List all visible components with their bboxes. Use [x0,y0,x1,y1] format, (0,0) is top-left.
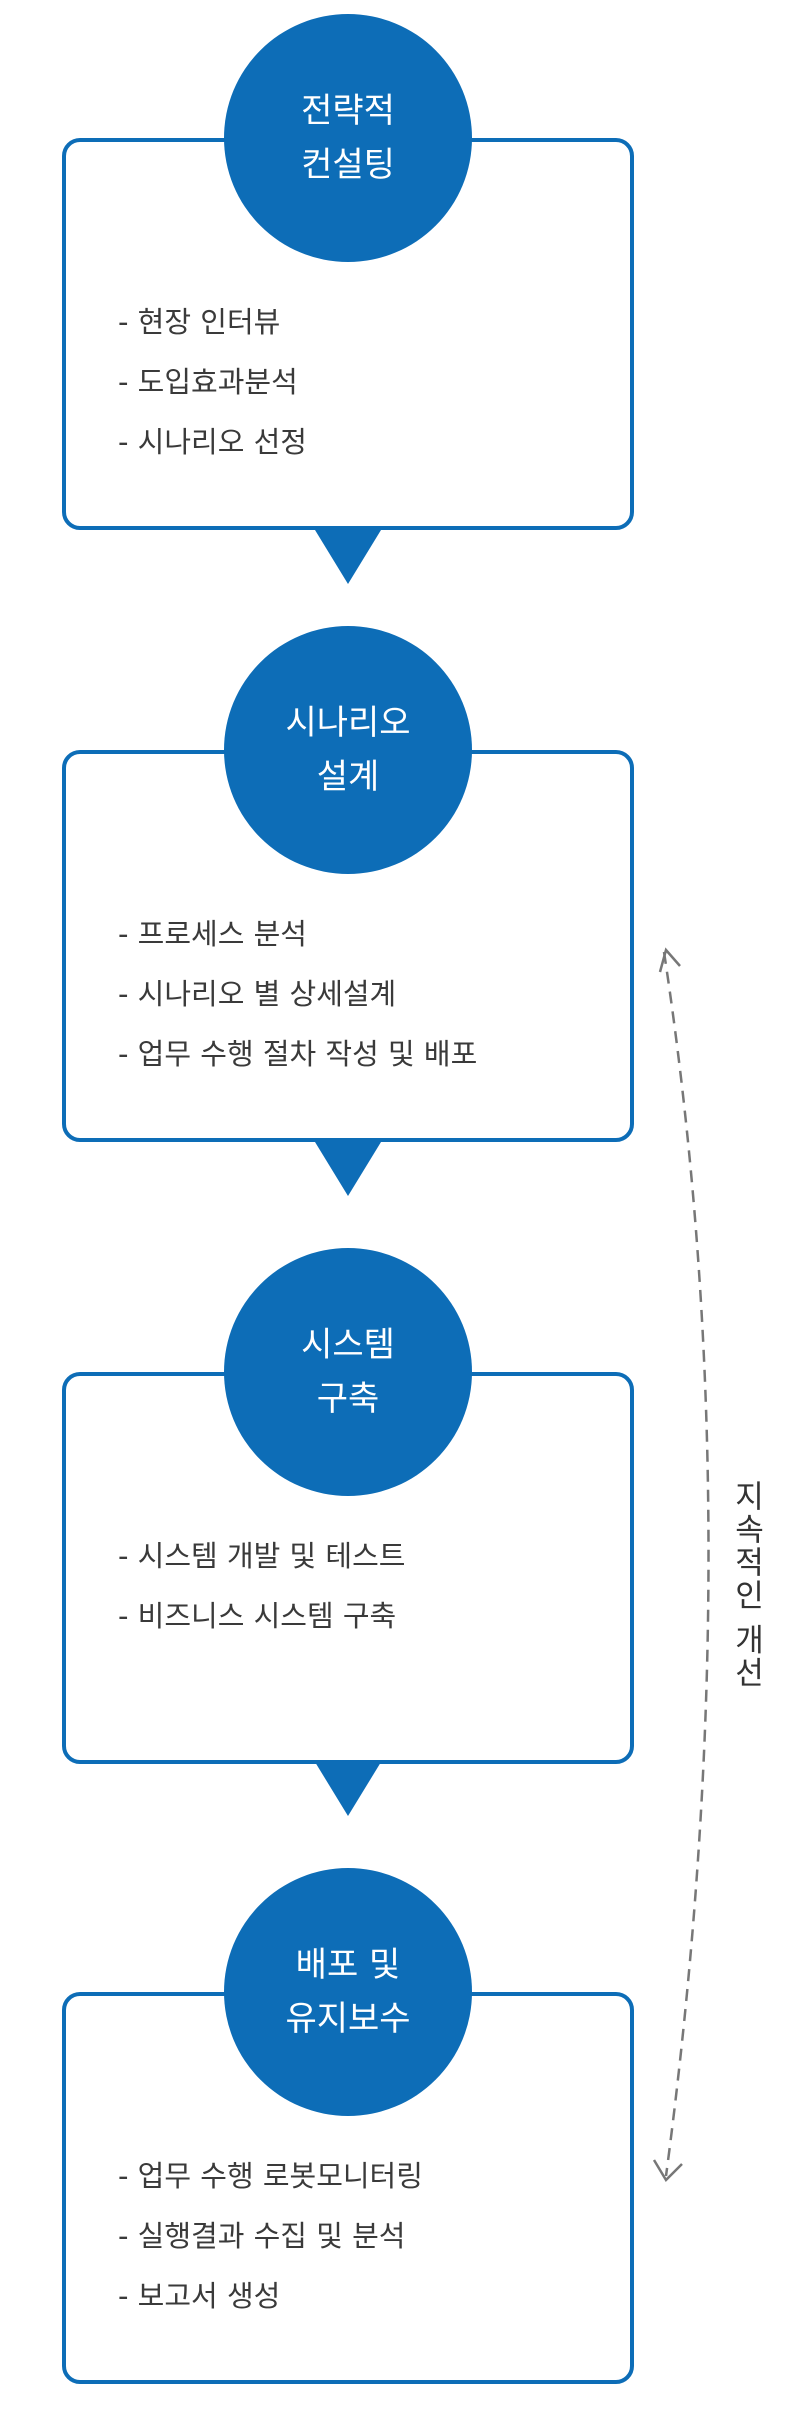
step-box-deploy-maintain: - 업무 수행 로봇모니터링 - 실행결과 수집 및 분석 - 보고서 생성 [62,1992,634,2384]
down-arrow-icon [315,1142,381,1196]
list-item: - 실행결과 수집 및 분석 [118,2219,406,2253]
list-item: - 업무 수행 절차 작성 및 배포 [118,1037,478,1071]
step-title: 배포 및 유지보수 [285,1945,411,2039]
step-circle-consulting: 전략적 컨설팅 [224,14,472,262]
list-item: - 프로세스 분석 [118,917,307,951]
list-item: - 시나리오 선정 [118,425,307,459]
step-circle-scenario-design: 시나리오 설계 [224,626,472,874]
list-item: - 보고서 생성 [118,2279,281,2313]
dashed-curve [662,951,710,2177]
down-arrow-icon [315,530,381,584]
step-items: - 시스템 개발 및 테스트 - 비즈니스 시스템 구축 [118,1526,405,1646]
step-items: - 프로세스 분석 - 시나리오 별 상세설계 - 업무 수행 절차 작성 및 … [118,904,477,1084]
list-item: - 시스템 개발 및 테스트 [118,1539,406,1573]
list-item: - 비즈니스 시스템 구축 [118,1599,397,1633]
arrowhead-top-icon [658,947,681,973]
list-item: - 현장 인터뷰 [118,305,281,339]
step-circle-deploy-maintain: 배포 및 유지보수 [224,1868,472,2116]
step-title: 시스템 구축 [301,1325,395,1419]
down-arrow-icon [315,1762,381,1816]
loop-label: 지속적인 개선 [728,1480,764,1690]
list-item: - 시나리오 별 상세설계 [118,977,397,1011]
step-items: - 현장 인터뷰 - 도입효과분석 - 시나리오 선정 [118,292,307,472]
arrowhead-bottom-icon [652,2159,683,2183]
list-item: - 업무 수행 로봇모니터링 [118,2159,423,2193]
step-title: 전략적 컨설팅 [301,91,395,185]
step-title: 시나리오 설계 [285,703,411,797]
step-circle-system-build: 시스템 구축 [224,1248,472,1496]
step-items: - 업무 수행 로봇모니터링 - 실행결과 수집 및 분석 - 보고서 생성 [118,2146,423,2326]
list-item: - 도입효과분석 [118,365,298,399]
